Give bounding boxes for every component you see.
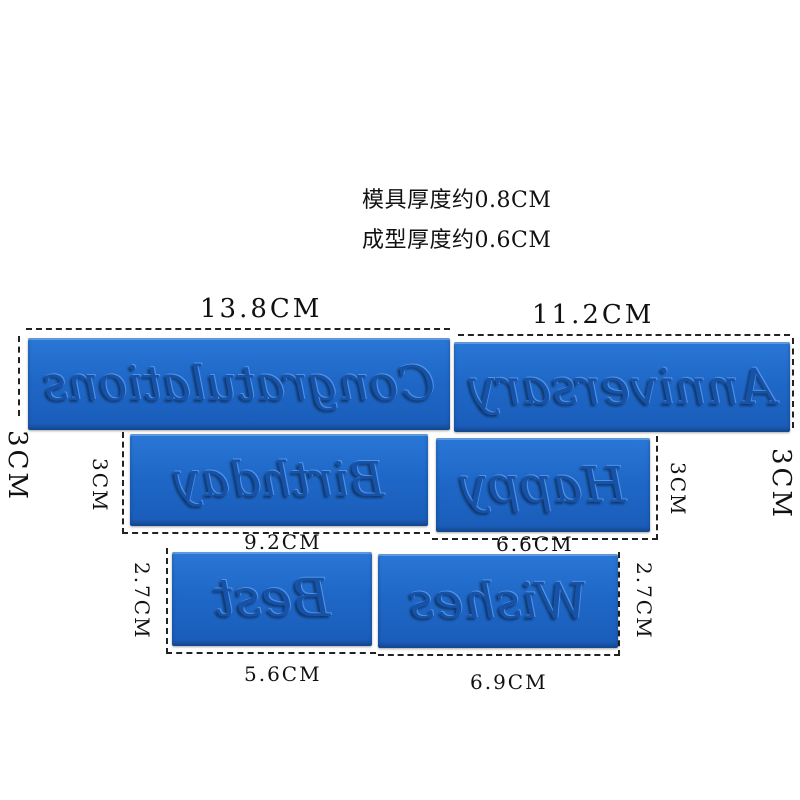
wishes-mold: Wishes <box>378 554 618 648</box>
birthday-mold-text: Birthday <box>173 452 385 508</box>
row2-right-frame <box>432 436 658 540</box>
happy-mold-text: Happy <box>460 456 626 514</box>
row2-right-height-label: 3CM <box>666 462 690 517</box>
row3-left-width-label: 5.6CM <box>244 662 322 686</box>
row2-left-width-label: 9.2CM <box>244 530 322 554</box>
wishes-mold-text: Wishes <box>408 572 588 630</box>
anniversary-mold-text: Anniversary <box>469 358 775 416</box>
row2-left-frame <box>122 432 430 534</box>
row3-right-width-label: 6.9CM <box>470 670 548 694</box>
mold-thickness-note: 模具厚度约0.8CM <box>362 188 552 213</box>
row2-left-height-label: 3CM <box>88 458 112 513</box>
best-mold-text: Best <box>213 569 331 629</box>
congratulations-mold-text: Congratulations <box>42 356 436 412</box>
row3-right-height-label: 2.7CM <box>632 562 656 640</box>
congratulations-mold: Congratulations <box>28 338 450 430</box>
row3-left-height-label: 2.7CM <box>130 562 154 640</box>
row1-left-width-label: 13.8CM <box>200 294 323 324</box>
row2-right-width-label: 6.6CM <box>496 532 574 556</box>
row1-right-height-label: 3CM <box>766 448 796 521</box>
birthday-mold: Birthday <box>130 434 428 526</box>
row3-left-frame <box>166 548 376 654</box>
anniversary-mold: Anniversary <box>454 342 790 432</box>
row1-right-width-line <box>458 334 790 336</box>
row3-right-frame <box>378 552 620 656</box>
row1-left-height-line <box>18 336 20 416</box>
best-mold: Best <box>172 552 372 646</box>
happy-mold: Happy <box>436 438 650 532</box>
formed-thickness-note: 成型厚度约0.6CM <box>362 228 552 253</box>
row1-left-width-line <box>26 328 450 330</box>
row1-left-height-label: 3CM <box>2 430 32 503</box>
row1-right-width-label: 11.2CM <box>532 300 655 330</box>
row1-right-height-line <box>792 338 794 428</box>
